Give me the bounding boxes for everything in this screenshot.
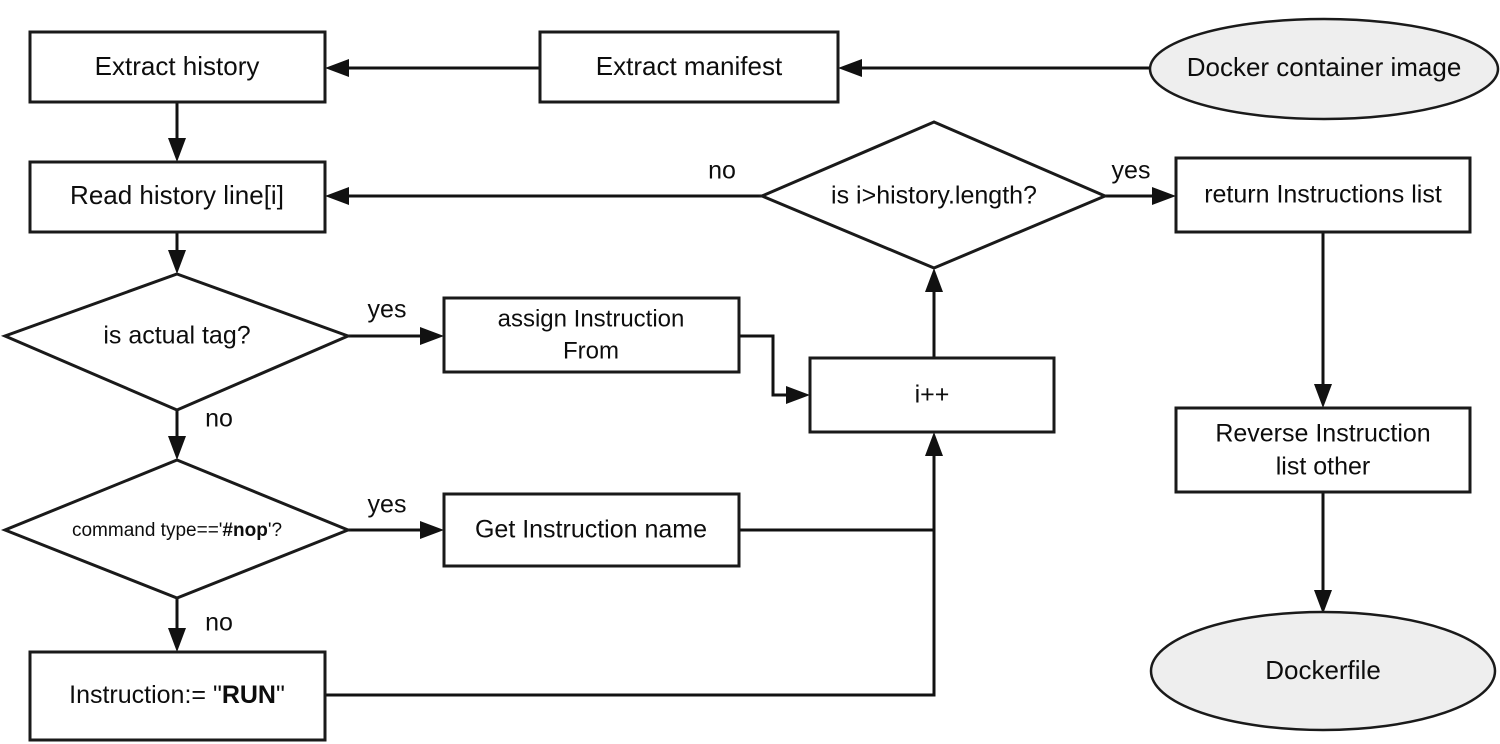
node-reverse-instruction-list[interactable]: Reverse Instruction list other [1174, 406, 1472, 494]
extract-history-label: Extract history [95, 51, 260, 81]
node-return-instructions-list[interactable]: return Instructions list [1174, 156, 1472, 234]
reverse-instruction-list-label-line2: list other [1276, 453, 1370, 481]
command-type-nop-label: command type=='#nop'? [72, 520, 282, 541]
edge-assignfrom-to-increment [739, 334, 810, 404]
node-extract-manifest[interactable]: Extract manifest [538, 30, 840, 104]
node-docker-container-image[interactable]: Docker container image [1148, 17, 1500, 121]
edge-label-tag-yes: yes [368, 296, 407, 324]
extract-manifest-label: Extract manifest [596, 51, 783, 81]
instruction-run-suffix: " [276, 681, 285, 709]
node-increment-i[interactable]: i++ [808, 356, 1056, 434]
assign-instruction-from-label-line1: assign Instruction [498, 305, 685, 332]
instruction-run-label: Instruction:= "RUN" [69, 681, 285, 709]
node-assign-instruction-from[interactable]: assign Instruction From [442, 296, 741, 374]
edge-getname-to-increment [739, 432, 943, 532]
edge-history-to-readline [168, 102, 186, 162]
read-history-line-label: Read history line[i] [70, 180, 284, 210]
edge-image-to-manifest [838, 59, 1150, 77]
node-is-actual-tag[interactable]: is actual tag? [0, 272, 353, 412]
edge-tagno-to-nopcheck [168, 410, 186, 460]
edge-readline-to-isactualtag [168, 232, 186, 274]
edge-lengthno-to-readline [325, 187, 762, 205]
node-extract-history[interactable]: Extract history [28, 30, 327, 104]
get-instruction-name-label: Get Instruction name [475, 516, 707, 544]
edge-lengthyes-to-returnlist [1105, 187, 1176, 205]
node-is-i-gt-history-length[interactable]: is i>history.length? [758, 120, 1109, 270]
return-instructions-list-label: return Instructions list [1204, 181, 1442, 209]
command-type-nop-suffix: '? [268, 520, 282, 541]
assign-instruction-from-label-line2: From [563, 337, 619, 364]
edge-manifest-to-history [325, 59, 540, 77]
instruction-run-prefix: Instruction:= " [69, 681, 222, 709]
node-read-history-line[interactable]: Read history line[i] [28, 160, 327, 234]
edge-label-tag-no: no [205, 405, 233, 433]
edge-label-nop-no: no [205, 609, 233, 637]
edge-label-loop-yes: yes [1112, 157, 1151, 185]
command-type-nop-prefix: command type==' [72, 520, 222, 541]
is-actual-tag-label: is actual tag? [103, 322, 250, 350]
edge-nopyes-to-getname [348, 521, 444, 539]
reverse-instruction-list-label-line1: Reverse Instruction [1215, 420, 1430, 448]
is-i-gt-history-length-label: is i>history.length? [831, 182, 1037, 210]
docker-container-image-label: Docker container image [1187, 52, 1462, 82]
edge-label-loop-no: no [708, 157, 736, 185]
edge-nopno-to-instructionrun [168, 598, 186, 652]
edge-returnlist-to-reverselist [1314, 232, 1332, 408]
node-instruction-run[interactable]: Instruction:= "RUN" [28, 650, 327, 742]
edge-instructionrun-to-increment [325, 448, 936, 697]
node-command-type-nop[interactable]: command type=='#nop'? [0, 458, 353, 600]
node-get-instruction-name[interactable]: Get Instruction name [442, 492, 741, 568]
edge-label-nop-yes: yes [368, 491, 407, 519]
node-dockerfile[interactable]: Dockerfile [1149, 610, 1497, 732]
edge-reverselist-to-dockerfile [1314, 492, 1332, 614]
instruction-run-bold: RUN [222, 681, 276, 709]
command-type-nop-bold: #nop [222, 520, 267, 541]
edge-tagyes-to-assignfrom [348, 327, 444, 345]
increment-i-label: i++ [915, 381, 950, 409]
dockerfile-label: Dockerfile [1265, 655, 1381, 685]
edge-increment-to-lengthcheck [925, 268, 943, 358]
